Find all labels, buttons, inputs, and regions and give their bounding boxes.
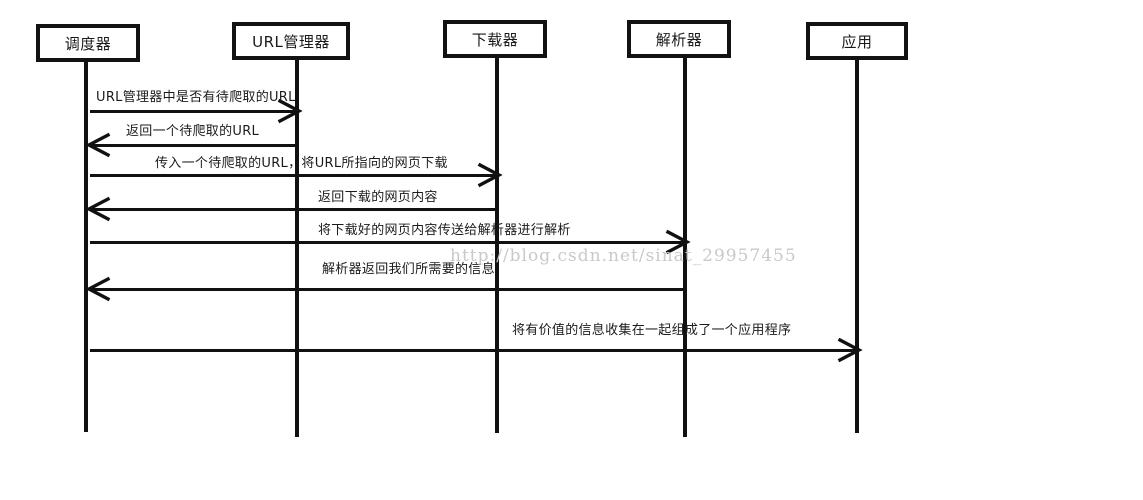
message-line-2: [90, 144, 297, 147]
message-line-1: [90, 110, 297, 113]
participant-box-url_manager[interactable]: URL管理器: [232, 22, 350, 60]
message-label-1: URL管理器中是否有待爬取的URL: [96, 90, 296, 105]
message-line-7: [90, 349, 857, 352]
participant-label-downloader: 下载器: [471, 30, 519, 49]
message-line-3: [90, 174, 497, 177]
message-arrowhead-5: [665, 229, 691, 255]
participant-label-parser: 解析器: [655, 30, 703, 49]
message-label-2: 返回一个待爬取的URL: [126, 124, 260, 139]
message-line-6: [90, 288, 685, 291]
participant-box-application[interactable]: 应用: [806, 22, 908, 60]
message-line-5: [90, 241, 685, 244]
message-arrowhead-6: [85, 276, 111, 302]
lifeline-scheduler: [84, 62, 88, 432]
participant-box-scheduler[interactable]: 调度器: [36, 24, 140, 62]
participant-label-url_manager: URL管理器: [252, 32, 330, 51]
message-arrowhead-3: [477, 162, 503, 188]
lifeline-url_manager: [295, 60, 299, 437]
message-arrowhead-2: [85, 132, 111, 158]
lifeline-parser: [683, 58, 687, 437]
message-line-4: [90, 208, 497, 211]
lifeline-application: [855, 60, 859, 433]
message-label-7: 将有价值的信息收集在一起组成了一个应用程序: [512, 323, 792, 338]
message-arrowhead-7: [837, 337, 863, 363]
message-label-6: 解析器返回我们所需要的信息: [322, 262, 495, 277]
message-label-5: 将下载好的网页内容传送给解析器进行解析: [318, 223, 571, 238]
message-label-4: 返回下载的网页内容: [318, 190, 438, 205]
message-arrowhead-4: [85, 196, 111, 222]
participant-label-application: 应用: [841, 32, 873, 51]
message-arrowhead-1: [277, 98, 303, 124]
watermark-text: http://blog.csdn.net/sinat_29957455: [450, 246, 797, 266]
participant-label-scheduler: 调度器: [64, 34, 112, 53]
participant-box-parser[interactable]: 解析器: [627, 20, 731, 58]
participant-box-downloader[interactable]: 下载器: [443, 20, 547, 58]
lifeline-downloader: [495, 58, 499, 433]
message-label-3: 传入一个待爬取的URL，将URL所指向的网页下载: [155, 156, 448, 171]
